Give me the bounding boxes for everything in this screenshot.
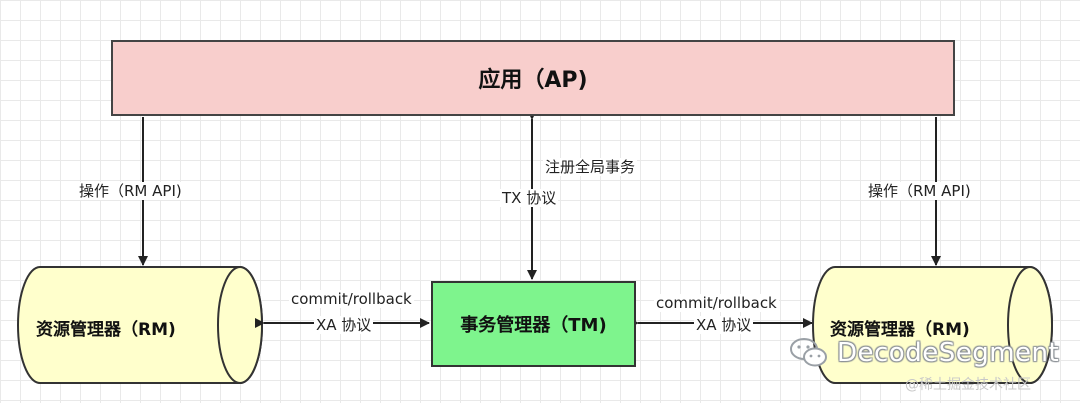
watermark-site: @稀土掘金技术社区 [905, 377, 1031, 393]
edge-label-xa-left: XA 协议 [314, 316, 374, 334]
wechat-icon [790, 338, 827, 367]
edge-label-register: 注册全局事务 [543, 158, 638, 176]
tm-node: 事务管理器（TM) [431, 281, 636, 367]
tm-node-label: 事务管理器（TM) [460, 315, 607, 336]
edge-label-xa-right: XA 协议 [694, 316, 754, 334]
edge-label-commit-right: commit/rollback [654, 294, 779, 312]
rm-left-cylinder [17, 266, 263, 384]
edge-label-commit-left: commit/rollback [289, 290, 414, 308]
watermark: DecodeSegment [789, 333, 1059, 373]
rm-left-label: 资源管理器（RM) [36, 320, 176, 340]
rm-right-cylinder [812, 266, 1053, 384]
edge-label-op-left: 操作（RM API) [77, 182, 184, 200]
edge-label-tx-protocol: TX 协议 [500, 189, 559, 207]
app-node-label: 应用（AP) [478, 68, 588, 93]
rm-right-label: 资源管理器（RM) [830, 320, 970, 340]
watermark-brand: DecodeSegment [837, 338, 1060, 368]
app-node: 应用（AP) [111, 40, 955, 116]
edge-label-op-right: 操作（RM API) [866, 182, 973, 200]
